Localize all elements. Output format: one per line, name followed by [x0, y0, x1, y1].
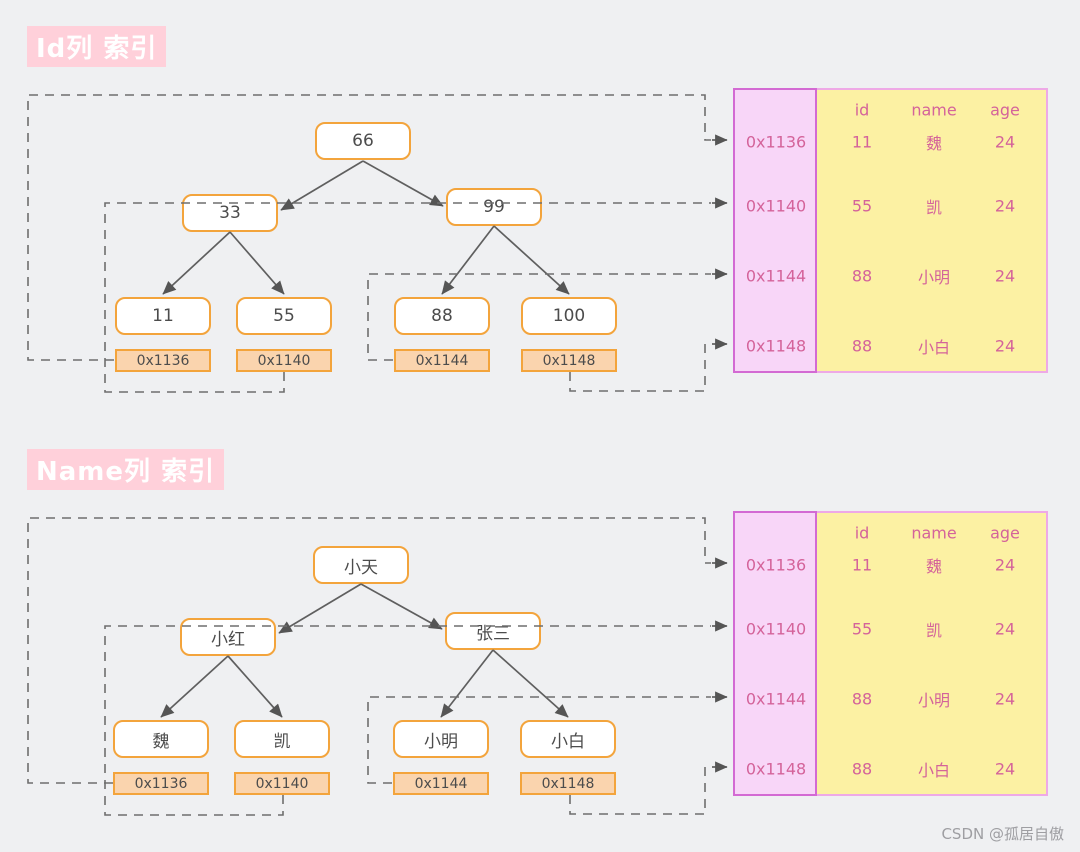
table-header-id: id: [854, 523, 870, 543]
table-cell: 55: [851, 196, 873, 216]
address-cell: 0x1148: [745, 336, 807, 356]
address-column: 0x1136 0x1140 0x1144 0x1148: [733, 511, 817, 796]
table-cell: 24: [994, 759, 1016, 779]
table-cell: 魏: [925, 134, 943, 153]
watermark: CSDN @孤居自傲: [941, 825, 1064, 843]
address-box: 0x1136: [113, 772, 209, 795]
address-box: 0x1140: [234, 772, 330, 795]
name-index-title: Name列 索引: [27, 449, 225, 490]
address-box: 0x1148: [520, 772, 616, 795]
address-column: 0x1136 0x1140 0x1144 0x1148: [733, 88, 817, 373]
address-cell: 0x1144: [745, 689, 807, 709]
ram-table-name-index: 0x1136 0x1140 0x1144 0x1148 id name age …: [733, 511, 1048, 796]
table-cell: 24: [994, 555, 1016, 575]
table-cell: 魏: [925, 557, 943, 576]
tree-node: 张三: [445, 612, 541, 650]
tree-node-leaf: 55: [236, 297, 332, 335]
table-cell: 24: [994, 336, 1016, 356]
table-cell: 88: [851, 689, 873, 709]
table-cell: 24: [994, 266, 1016, 286]
table-cell: 凯: [925, 621, 943, 640]
tree-node-leaf: 魏: [113, 720, 209, 758]
table-header-age: age: [990, 100, 1020, 120]
tree-node-leaf: 凯: [234, 720, 330, 758]
table-entry-arrows-name-index: [712, 557, 728, 773]
address-cell: 0x1136: [745, 132, 807, 152]
address-cell: 0x1140: [745, 619, 807, 639]
table-cell: 小白: [917, 338, 951, 357]
table-cell: 24: [994, 689, 1016, 709]
table-cell: 24: [994, 196, 1016, 216]
tree-node-leaf: 11: [115, 297, 211, 335]
address-box: 0x1148: [521, 349, 617, 372]
table-cell: 24: [994, 132, 1016, 152]
table-header-name: name: [911, 523, 957, 543]
table-header-name: name: [911, 100, 957, 120]
tree-node-leaf: 88: [394, 297, 490, 335]
table-cell: 88: [851, 759, 873, 779]
tree-node-root: 小天: [313, 546, 409, 584]
address-cell: 0x1140: [745, 196, 807, 216]
tree-node-leaf: 小明: [393, 720, 489, 758]
address-cell: 0x1148: [745, 759, 807, 779]
id-index-title: Id列 索引: [27, 26, 167, 67]
table-cell: 小明: [917, 268, 951, 287]
table-entry-arrows-id-index: [712, 134, 728, 350]
table-cell: 55: [851, 619, 873, 639]
ram-table-id-index: 0x1136 0x1140 0x1144 0x1148 id name age …: [733, 88, 1048, 373]
table-cell: 24: [994, 619, 1016, 639]
table-cell: 凯: [925, 198, 943, 217]
tree-node-root: 66: [315, 122, 411, 160]
table-cell: 小白: [917, 761, 951, 780]
table-header-id: id: [854, 100, 870, 120]
table-cell: 88: [851, 336, 873, 356]
tree-node: 小红: [180, 618, 276, 656]
address-cell: 0x1144: [745, 266, 807, 286]
tree-node-leaf: 100: [521, 297, 617, 335]
address-box: 0x1144: [394, 349, 490, 372]
address-cell: 0x1136: [745, 555, 807, 575]
address-box: 0x1140: [236, 349, 332, 372]
tree-node: 99: [446, 188, 542, 226]
address-box: 0x1144: [393, 772, 489, 795]
table-cell: 11: [851, 555, 873, 575]
address-box: 0x1136: [115, 349, 211, 372]
tree-node-leaf: 小白: [520, 720, 616, 758]
tree-node: 33: [182, 194, 278, 232]
table-header-age: age: [990, 523, 1020, 543]
table-cell: 11: [851, 132, 873, 152]
table-cell: 88: [851, 266, 873, 286]
table-cell: 小明: [917, 691, 951, 710]
